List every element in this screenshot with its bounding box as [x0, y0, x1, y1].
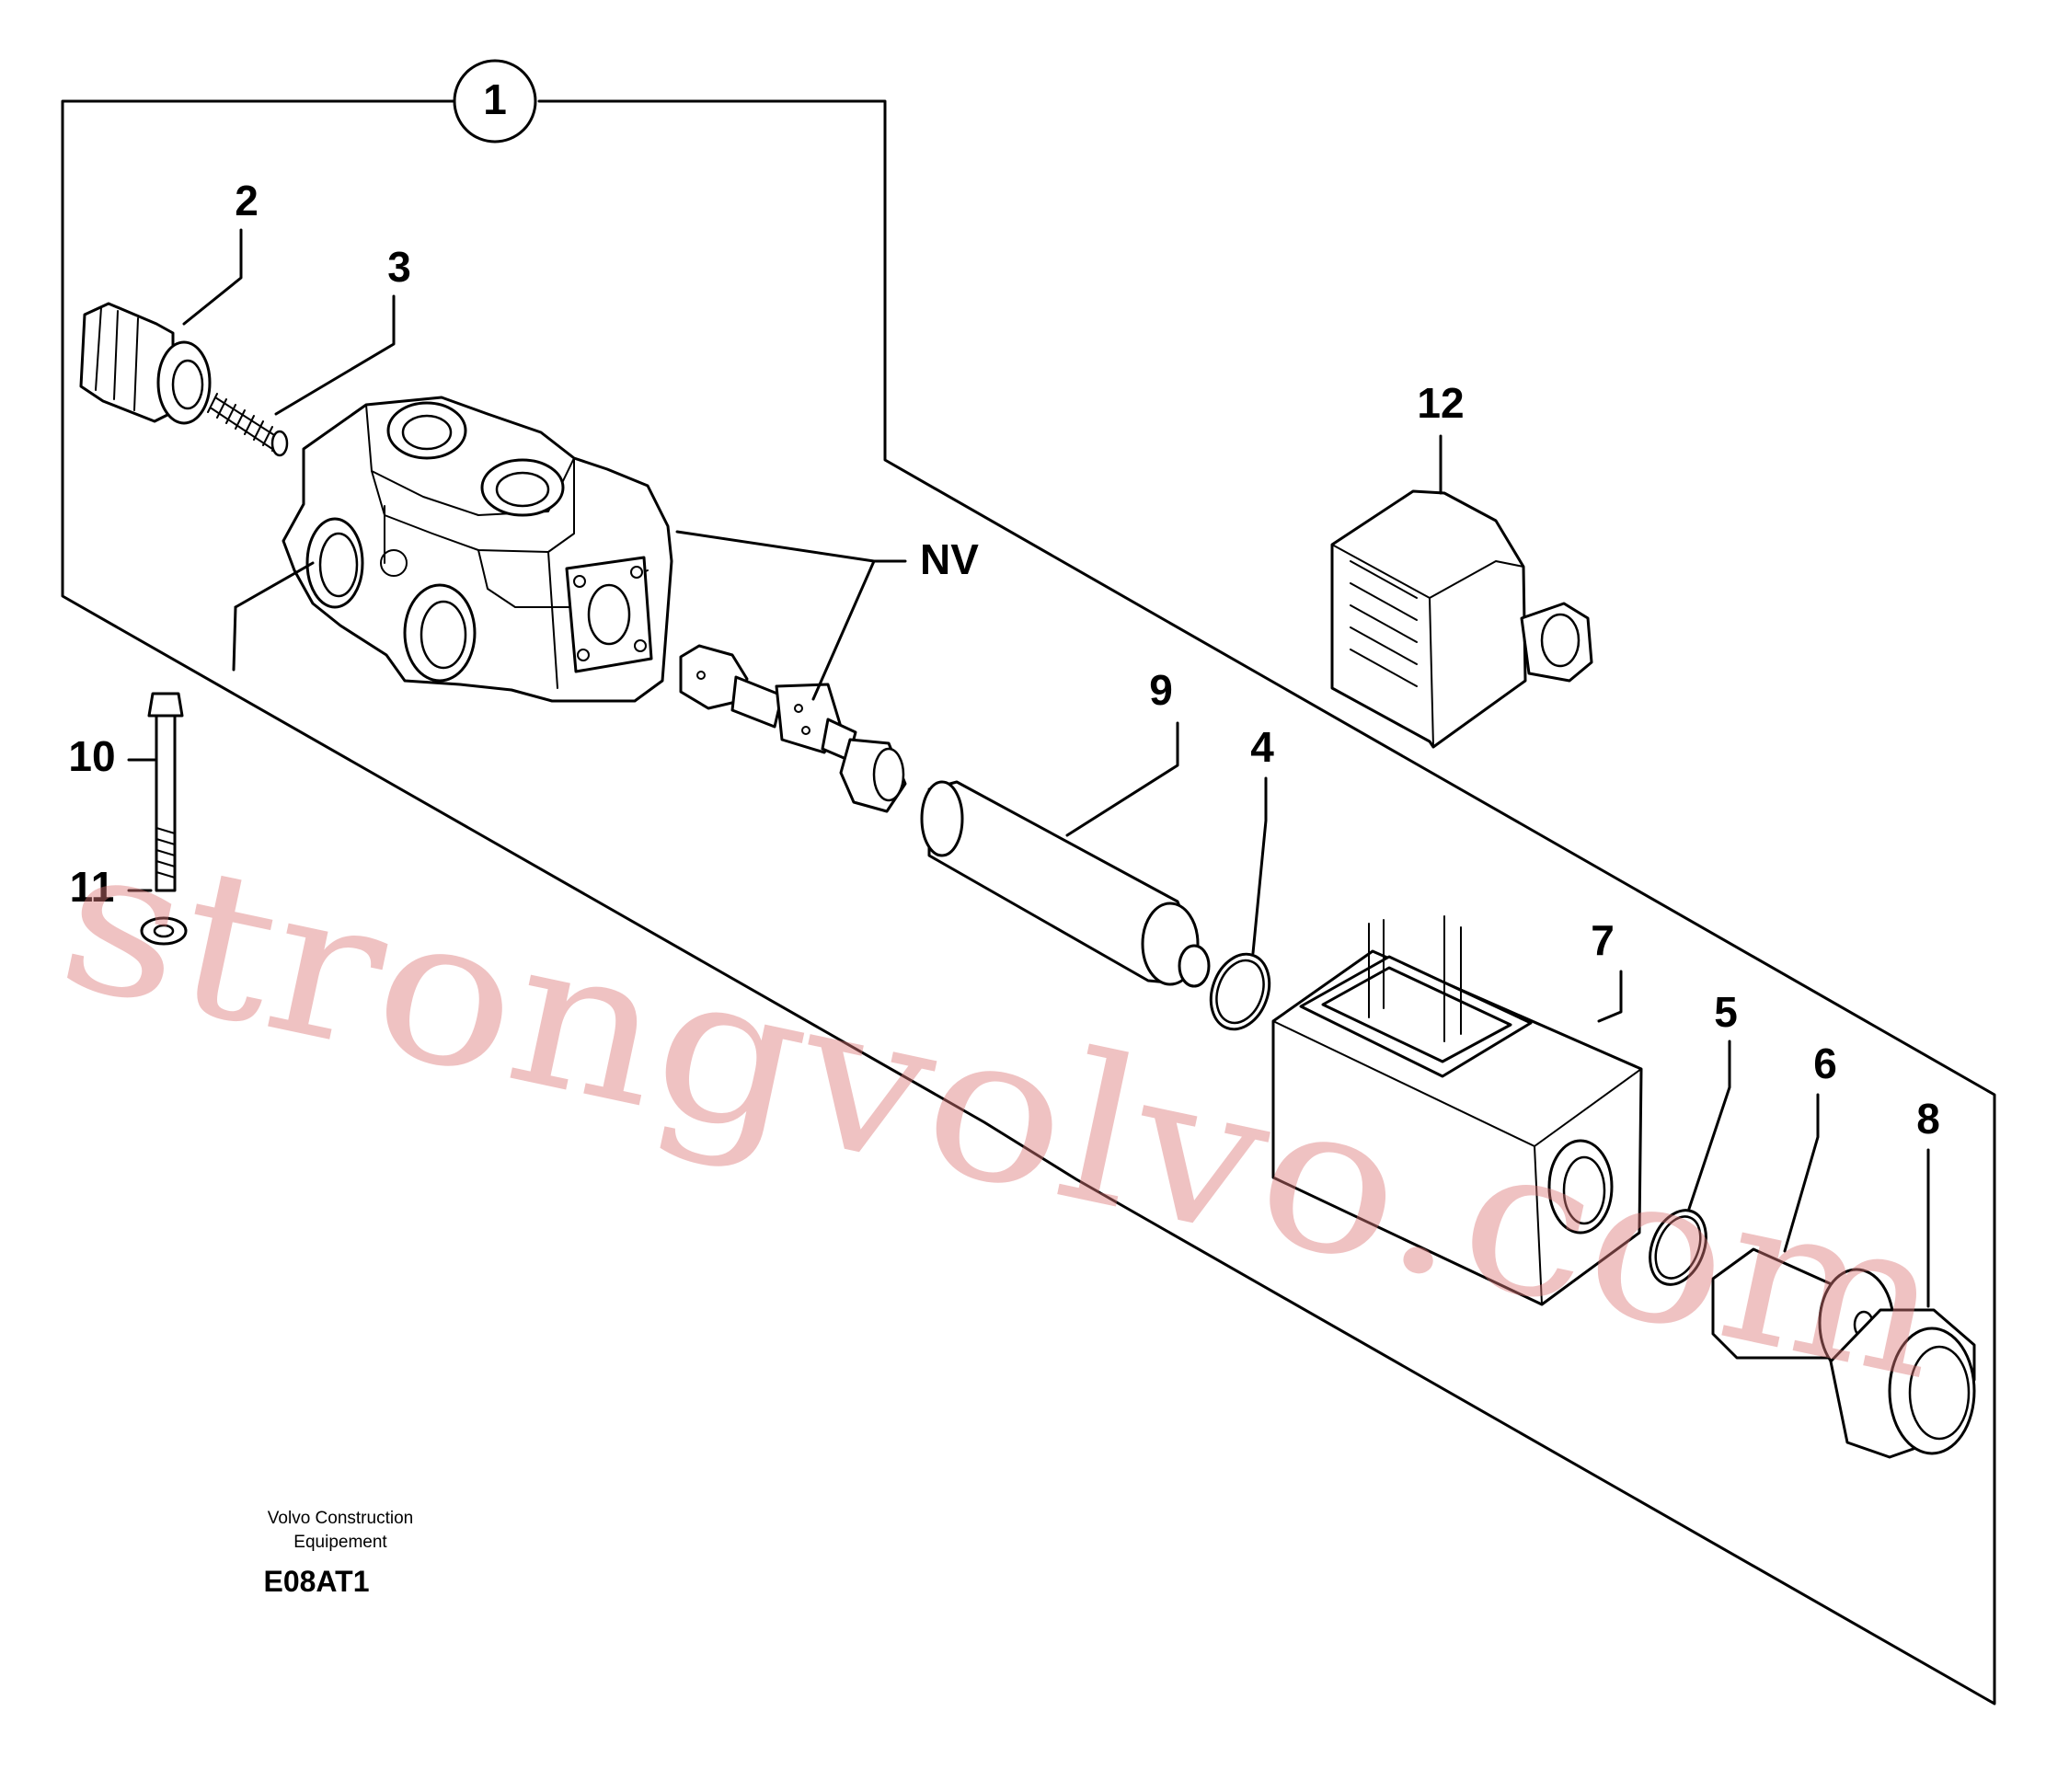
assembly-frame [61, 99, 1996, 1706]
callout-8-label[interactable]: 8 [1916, 1095, 1940, 1143]
callout-2-label[interactable]: 2 [235, 177, 259, 224]
valve-body [282, 396, 673, 703]
callout-7-label[interactable]: 7 [1591, 916, 1615, 964]
leader-nv-body [675, 530, 876, 563]
leader-9 [1065, 721, 1179, 837]
drawing-code: E08AT1 [263, 1565, 369, 1598]
part-7-coil [1271, 915, 1643, 1306]
callout-1-label: 1 [483, 75, 507, 123]
leader-nv-spool [811, 559, 876, 701]
callout-5-label[interactable]: 5 [1714, 988, 1738, 1036]
part-12-connector [1330, 489, 1593, 749]
spool [679, 644, 907, 813]
callout-10-label[interactable]: 10 [68, 732, 115, 780]
leader-6 [1783, 1093, 1820, 1253]
callout-nv-label[interactable]: NV [920, 535, 979, 583]
callout-9-label[interactable]: 9 [1149, 666, 1173, 714]
part-3-spring [207, 393, 289, 457]
part-4-o-ring [1209, 952, 1271, 1031]
part-10-bolt [147, 692, 184, 892]
credit-line-2: Equipement [293, 1533, 387, 1552]
part-2-cap-nut [79, 302, 212, 425]
part-9-tube [920, 780, 1211, 988]
bolt-bracket-top [234, 561, 315, 609]
callout-1[interactable]: 1 [453, 59, 537, 144]
leader-2 [182, 228, 243, 326]
bolt-bracket [232, 605, 237, 672]
leader-5 [1687, 1040, 1731, 1211]
leader-3 [274, 294, 396, 416]
callout-6-label[interactable]: 6 [1813, 1040, 1837, 1087]
leader-7 [1597, 970, 1623, 1023]
leader-4 [1251, 776, 1268, 955]
credit-line-1: Volvo Construction [268, 1509, 413, 1528]
part-5-o-ring [1649, 1209, 1707, 1286]
callout-4-label[interactable]: 4 [1250, 723, 1274, 771]
part-8-cap-nut [1829, 1308, 1976, 1459]
callout-11-label[interactable]: 11 [70, 863, 115, 911]
credit-block: Volvo Construction Equipement E08AT1 [263, 1509, 413, 1598]
part-11-washer [140, 916, 188, 946]
callout-12-label[interactable]: 12 [1417, 379, 1464, 427]
callout-3-label[interactable]: 3 [387, 243, 411, 291]
